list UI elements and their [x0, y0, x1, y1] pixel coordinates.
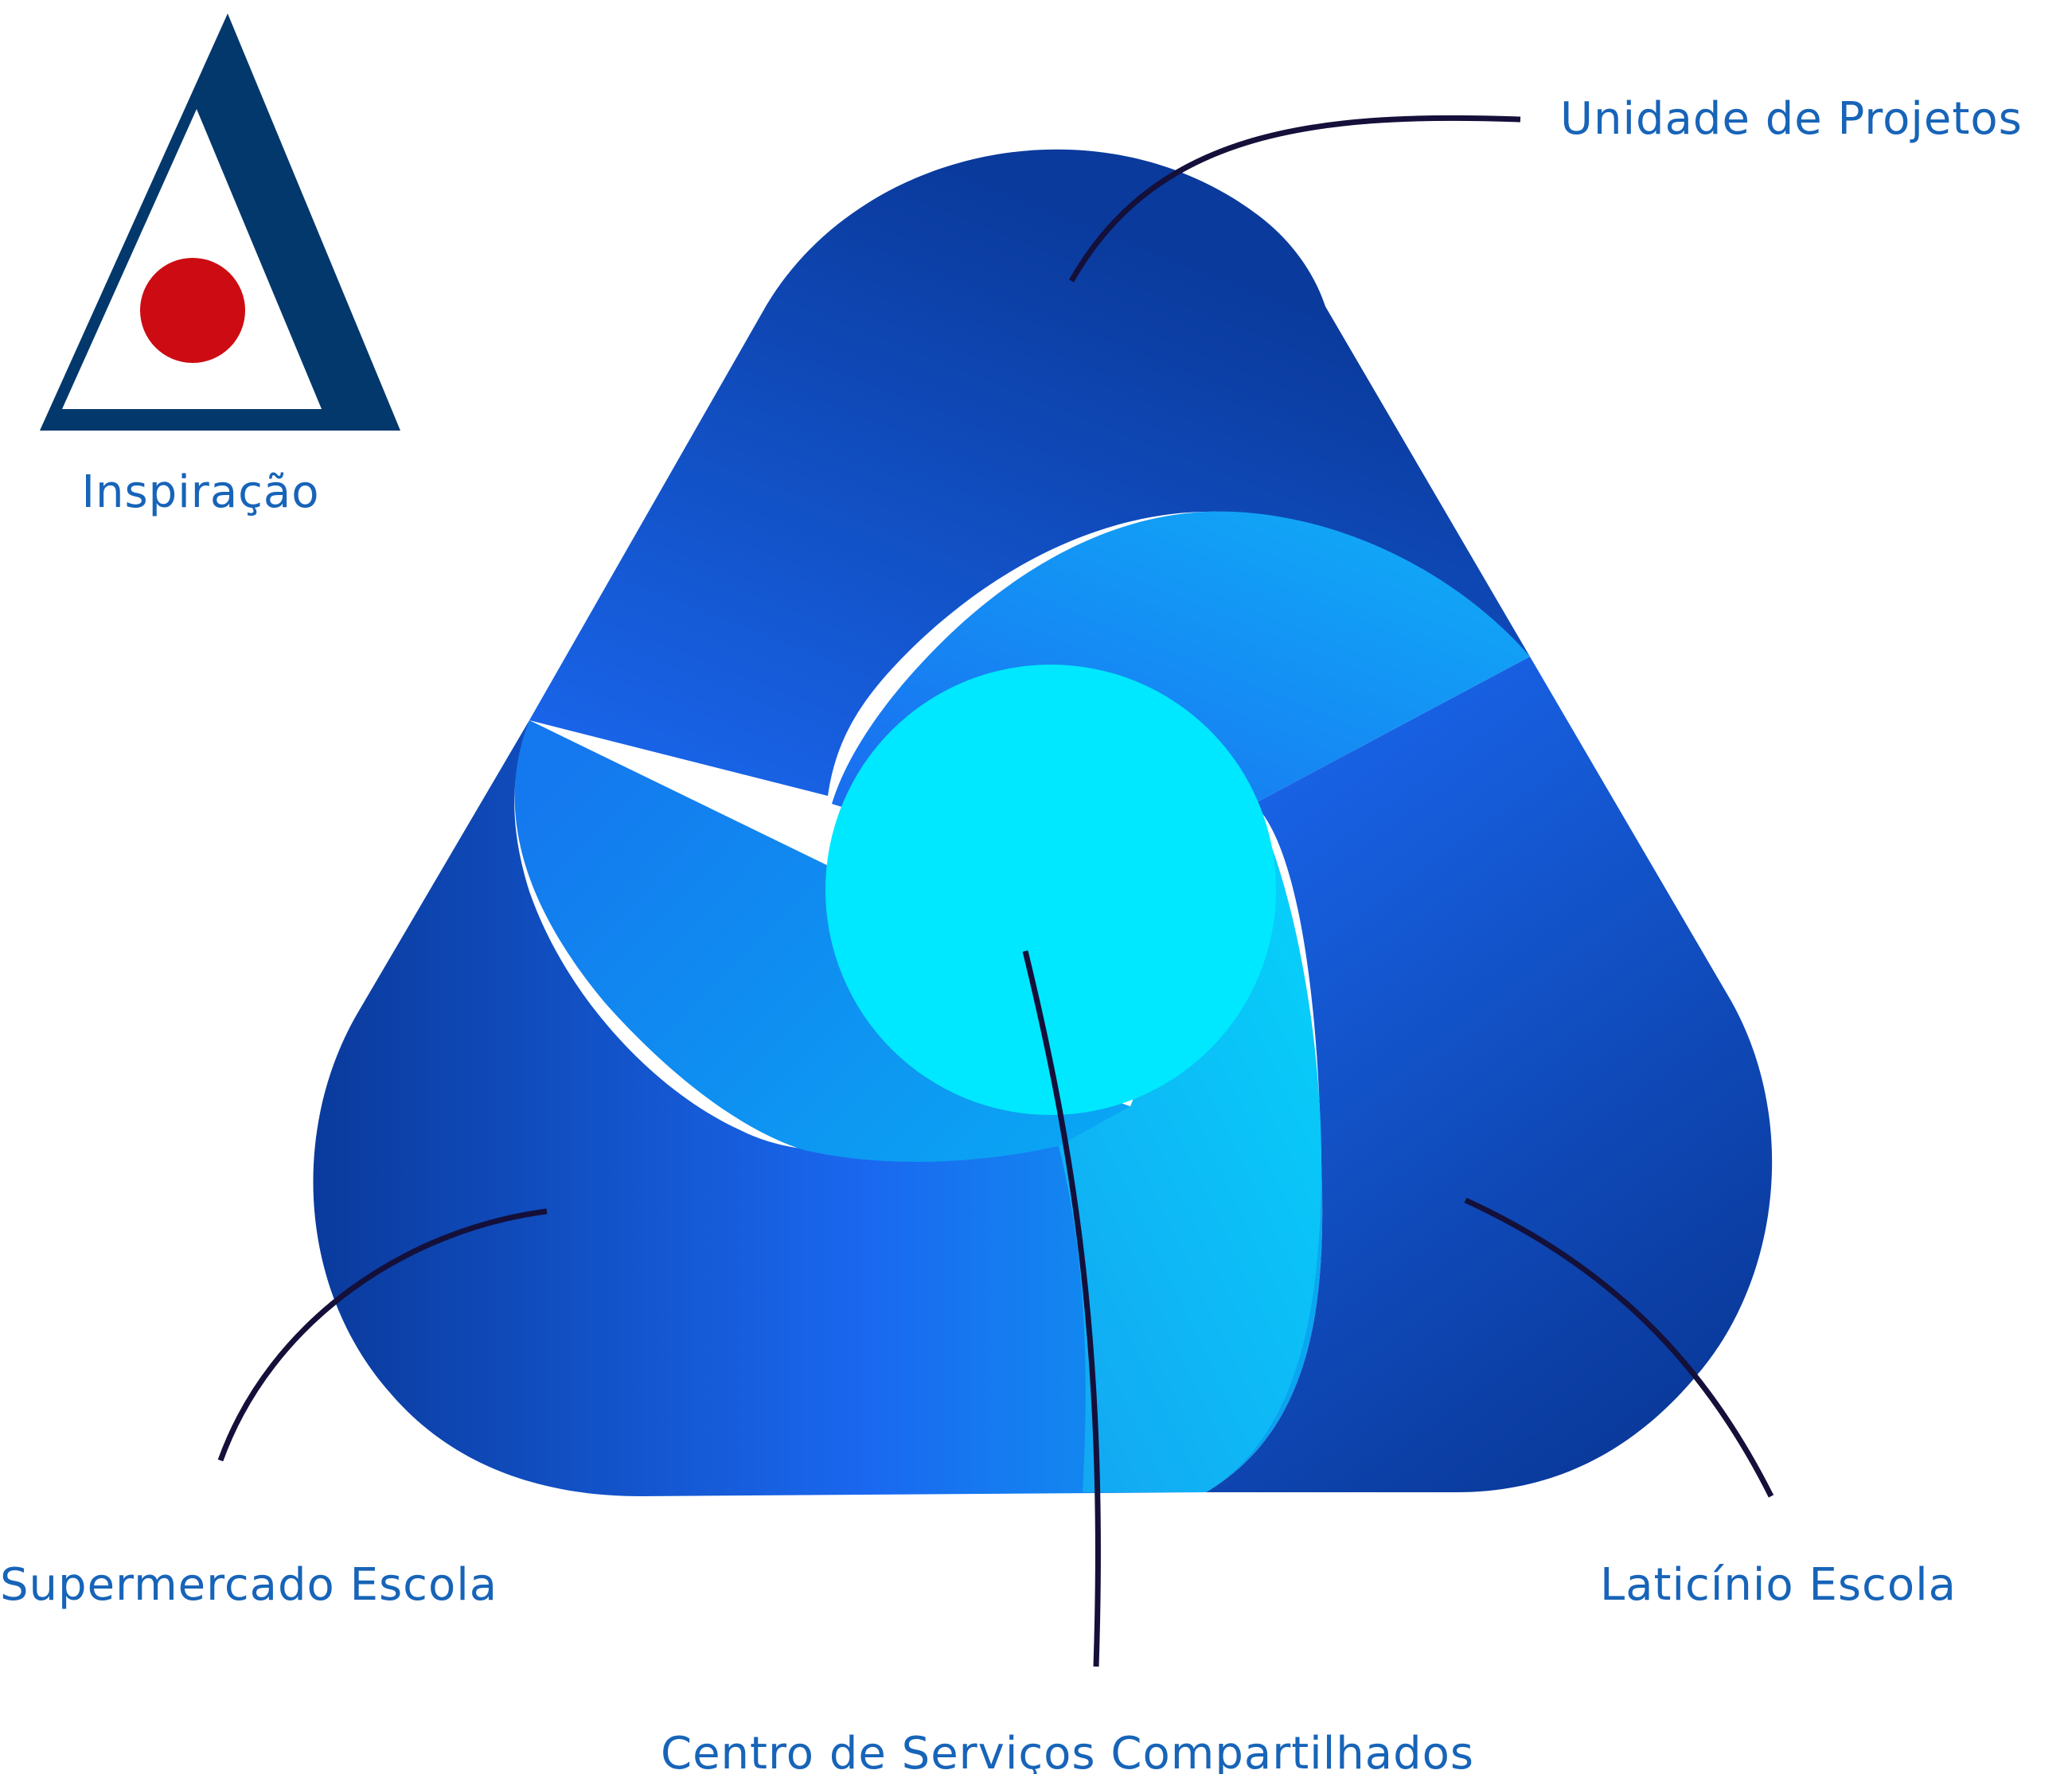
inspiration-logo — [40, 14, 400, 431]
swirl-blade-left — [514, 720, 1130, 1162]
leader-line-top — [1068, 115, 1521, 283]
leader-line-bottom — [1022, 950, 1101, 1667]
leader-line-right — [1464, 1197, 1774, 1498]
center-circle — [825, 665, 1276, 1115]
label-laticinio-escola: Laticínio Escola — [1600, 1559, 1957, 1611]
leader-lines — [217, 115, 1774, 1667]
logo-caption: Inspiração — [82, 466, 320, 518]
sector-top — [529, 149, 1530, 796]
leader-line-left — [217, 1208, 548, 1462]
sector-left — [313, 720, 1323, 1496]
label-centro-de-servicos: Centro de Serviços Compartilhados — [661, 1728, 1474, 1774]
triangle-shape — [313, 149, 1773, 1496]
label-supermercado-escola: Supermercado Escola — [0, 1559, 498, 1611]
label-unidade-de-projetos: Unidade de Projetos — [1560, 93, 2023, 145]
logo-red-dot — [140, 258, 245, 363]
sector-right — [1206, 657, 1773, 1492]
